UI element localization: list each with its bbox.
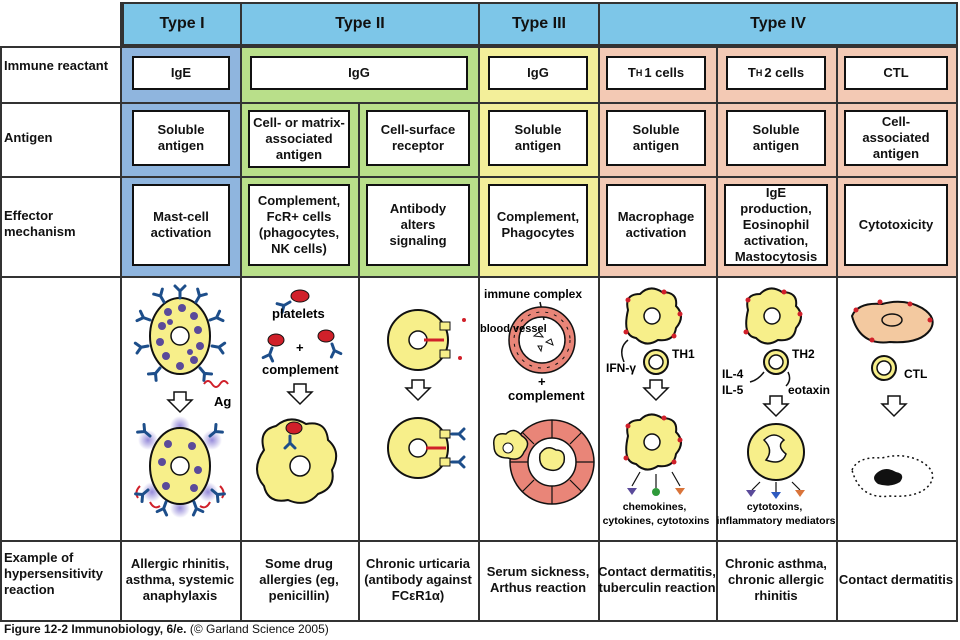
activated-macrophage-icon: [623, 413, 685, 496]
down-arrow-icon: [166, 391, 194, 414]
antigen-type-3: Soluble antigen: [488, 110, 588, 166]
row-label-antigen: Antigen: [4, 130, 53, 145]
complement-label: complement: [262, 362, 339, 377]
il5-label: IL-5: [722, 383, 744, 397]
effector-type-3: Complement, Phagocytes: [488, 184, 588, 266]
antigen-ctl: Cell-associated antigen: [844, 110, 948, 166]
platelets-label: platelets: [272, 306, 325, 321]
ctl-cell-icon: [871, 355, 897, 381]
effector-th1: Macrophage activation: [606, 184, 706, 266]
grid-line: [478, 2, 480, 622]
example-type-2a: Some drug allergies (eg, penicillin): [259, 556, 339, 603]
grid-line: [836, 46, 838, 622]
ifn-gamma-label: IFN-γ: [606, 361, 636, 375]
il4-label: IL-4: [722, 367, 744, 381]
grid-line: [716, 46, 718, 622]
antigen-squiggle-icon: [203, 380, 229, 388]
grid-line: [120, 2, 122, 622]
chemokines-label: chemokines, cytokines, cytotoxins: [603, 501, 710, 527]
effector-th2: IgE production, Eosinophil activation, M…: [724, 184, 828, 266]
degranulating-mast-cell-icon: [134, 416, 226, 518]
grid-line: [956, 2, 958, 622]
dead-cell-icon: [851, 455, 934, 498]
complement-label: complement: [508, 388, 585, 403]
down-arrow-icon: [286, 383, 314, 406]
cytotoxins-label: cytotoxins, inflammatory mediators: [716, 501, 835, 527]
example-ctl: Contact dermatitis: [838, 572, 954, 587]
th1-cell-icon: [643, 349, 669, 375]
grid-line: [0, 46, 2, 622]
target-cell-icon: [850, 299, 934, 344]
header-type-1: Type I: [122, 2, 242, 46]
immune-complex-label: immune complex: [484, 287, 582, 301]
header-type-3: Type III: [478, 2, 600, 46]
effector-type-1: Mast-cell activation: [132, 184, 230, 266]
down-arrow-icon: [762, 395, 790, 418]
effector-ctl: Cytotoxicity: [844, 184, 948, 266]
header-type-4: Type IV: [598, 2, 958, 46]
inflamed-vessel-icon: [493, 419, 595, 505]
down-arrow-icon: [880, 395, 908, 418]
reactant-ctl: CTL: [844, 56, 948, 90]
example-type-2b: Chronic urticaria (antibody against FCεR…: [364, 556, 472, 603]
ctl-label: CTL: [904, 367, 927, 381]
grid-line: [240, 2, 242, 622]
plus-sign: +: [296, 340, 304, 355]
receptor-cell-icon: [387, 309, 466, 371]
figure-caption: Figure 12-2 Immunobiology, 6/e. (© Garla…: [4, 622, 329, 636]
plus-sign: +: [538, 374, 546, 389]
down-arrow-icon: [404, 379, 432, 402]
example-type-3: Serum sickness, Arthus reaction: [486, 564, 590, 595]
th2-cell-icon: [763, 349, 789, 375]
th2-label: TH2: [792, 347, 815, 361]
reactant-type-1: IgE: [132, 56, 230, 90]
antibody-bound-cell-icon: [387, 417, 466, 479]
antigen-th2: Soluble antigen: [726, 110, 826, 166]
header-type-2: Type II: [240, 2, 480, 46]
blood-vessel-icon: [508, 306, 576, 374]
reactant-type-2: IgG: [250, 56, 468, 90]
down-arrow-icon: [642, 379, 670, 402]
effector-type-2a: Complement, FcR+ cells (phagocytes, NK c…: [248, 184, 350, 266]
row-label-effector-mechanism: Effector mechanism: [4, 208, 76, 239]
antigen-label: Ag: [214, 394, 231, 409]
antigen-type-2a: Cell- or matrix-associated antigen: [248, 110, 350, 168]
effector-type-2b: Antibody alters signaling: [366, 184, 470, 266]
antigen-th1: Soluble antigen: [606, 110, 706, 166]
row-label-example: Example of hypersensitivity reaction: [4, 550, 103, 597]
grid-line: [358, 102, 360, 622]
eosinophil-icon: [746, 423, 805, 499]
grid-line: [598, 2, 600, 622]
antigen-type-1: Soluble antigen: [132, 110, 230, 166]
example-th1: Contact dermatitis, tuberculin reaction: [598, 564, 716, 595]
platelet-icon: [261, 289, 343, 363]
phagocyte-icon: [256, 418, 338, 504]
row-label-immune-reactant: Immune reactant: [4, 58, 109, 73]
antigen-type-2b: Cell-surface receptor: [366, 110, 470, 166]
eotaxin-label: eotaxin: [788, 383, 830, 397]
th1-label: TH1: [672, 347, 695, 361]
macrophage-icon: [623, 287, 683, 345]
example-type-1: Allergic rhinitis, asthma, systemic anap…: [125, 556, 235, 603]
example-th2: Chronic asthma, chronic allergic rhiniti…: [725, 556, 827, 603]
blood-vessel-label: blood vessel: [480, 323, 547, 335]
mast-cell-icon: [133, 284, 227, 382]
eosinophil-stimulator-icon: [743, 287, 803, 345]
reactant-type-3: IgG: [488, 56, 588, 90]
